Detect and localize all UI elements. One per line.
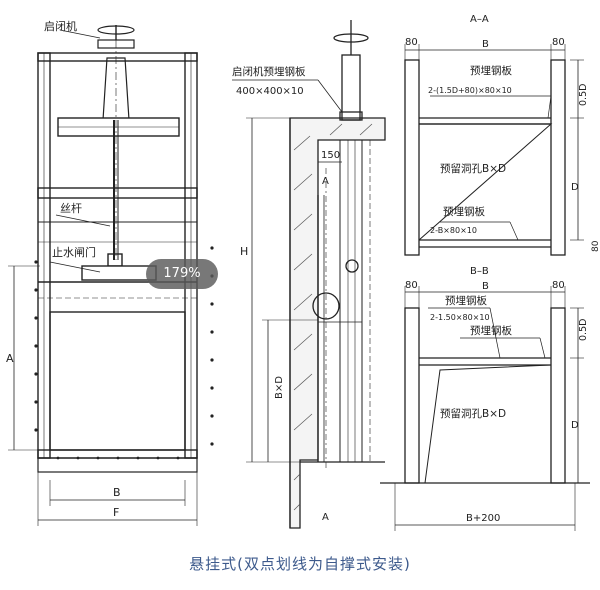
gate-leaf: [49, 311, 186, 451]
front-view: [8, 25, 214, 526]
section-mark-top: A: [322, 176, 329, 187]
section-bb: [380, 286, 590, 531]
aa-label-plate1-spec: 2-(1.5D+80)×80×10: [428, 86, 512, 95]
aa-wall-left: [404, 59, 420, 256]
aa-label-plate2: 预埋钢板: [443, 205, 485, 218]
screw-nut: [345, 259, 359, 273]
aa-label-plate2-spec: 2-B×80×10: [430, 226, 477, 235]
label-hoist-plate-size: 400×400×10: [236, 86, 304, 97]
top-beam: [37, 52, 198, 62]
label-hoist-plate: 启闭机预埋钢板: [232, 65, 306, 78]
section-mark-bottom: A: [322, 512, 329, 523]
dim-bxd: B×D: [274, 376, 285, 399]
bb-dim-80-left: 80: [405, 280, 418, 291]
handwheel-side: [333, 33, 369, 43]
bb-title: B–B: [470, 266, 489, 277]
aa-dim-b: B: [482, 39, 489, 50]
dim-h: H: [240, 245, 248, 258]
bb-dim-b: B: [482, 281, 489, 292]
aa-opening: [418, 123, 553, 242]
label-seal-gate: 止水闸门: [52, 245, 96, 259]
zoom-level-badge: 179%: [146, 259, 218, 289]
aa-dim-80-right: 80: [552, 37, 565, 48]
bb-label-plate2: 预埋钢板: [470, 324, 512, 337]
side-view: [232, 20, 386, 529]
aa-dim-d: D: [571, 182, 579, 193]
bb-label-plate1: 预埋钢板: [445, 294, 487, 307]
aa-wall-right: [550, 59, 566, 256]
label-screw: 丝杆: [60, 201, 82, 215]
concrete-wall: [289, 117, 386, 529]
label-hoist: 启闭机: [44, 19, 77, 33]
bb-dim-d: D: [571, 420, 579, 431]
handwheel: [97, 25, 135, 35]
aa-dim-80-side: 80: [591, 240, 600, 252]
aa-label-opening: 预留洞孔B×D: [440, 162, 506, 175]
bb-wall-left: [404, 307, 420, 484]
bb-wall-right: [550, 307, 566, 484]
dim-a-front: A: [6, 352, 14, 365]
drawing-caption: 悬挂式(双点划线为自撑式安装): [189, 555, 411, 573]
section-aa: [404, 44, 584, 256]
bb-opening: [418, 364, 552, 484]
dim-f-front: F: [113, 506, 119, 519]
aa-dim-80-left: 80: [405, 37, 418, 48]
bb-dim-b200: B+200: [466, 513, 500, 524]
bb-label-opening: 预留洞孔B×D: [440, 407, 506, 420]
aa-title: A–A: [470, 14, 489, 25]
dim-150: 150: [321, 150, 340, 161]
gate-beam: [81, 265, 157, 281]
bb-dim-05d: 0.5D: [578, 319, 589, 341]
bb-dim-80-right: 80: [552, 280, 565, 291]
dim-b-front: B: [113, 486, 121, 499]
aa-label-plate1: 预埋钢板: [470, 64, 512, 77]
hoist-column-side: [341, 54, 361, 121]
bb-label-plate1-spec: 2-1.50×80×10: [430, 313, 490, 322]
aa-dim-05d: 0.5D: [578, 84, 589, 106]
